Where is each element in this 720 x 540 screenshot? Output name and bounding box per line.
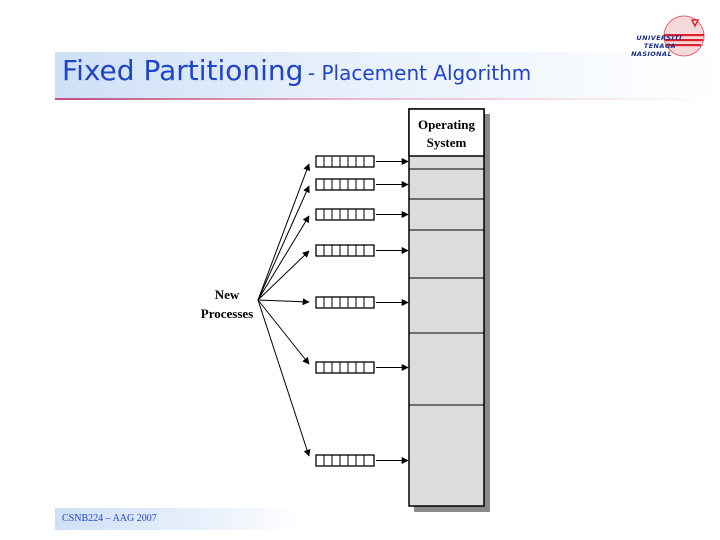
queue-4 — [315, 244, 409, 257]
fan-out-arrows — [257, 163, 311, 457]
process-queue — [315, 178, 375, 191]
os-label-line1: Operating — [418, 117, 476, 132]
queue-slots — [323, 245, 365, 256]
title-main: Fixed Partitioning — [62, 54, 304, 87]
queue-5 — [315, 296, 409, 309]
fan-arrow — [257, 185, 310, 301]
queue-2 — [315, 178, 409, 191]
fan-arrow — [257, 299, 311, 457]
university-logo: UNIVERSITI TENAGA NASIONAL — [606, 12, 712, 62]
logo-line2: TENAGA — [643, 42, 676, 50]
title-sub: - Placement Algorithm — [307, 61, 532, 85]
queue-slots — [323, 297, 365, 308]
queue-3 — [315, 208, 409, 221]
slide-title: Fixed Partitioning - Placement Algorithm — [62, 54, 531, 87]
os-label-line2: System — [427, 135, 467, 150]
queue-slots — [323, 156, 365, 167]
queue-slots — [323, 209, 365, 220]
process-queue — [315, 361, 375, 374]
process-queue — [315, 155, 375, 168]
process-queue — [315, 296, 375, 309]
fan-arrow — [257, 298, 310, 306]
queue-slots — [323, 179, 365, 190]
partition-dividers — [409, 168, 484, 406]
fan-arrow — [257, 250, 310, 301]
queue-1 — [315, 155, 409, 168]
main-memory — [408, 108, 485, 507]
title-band — [55, 52, 720, 100]
process-queue — [315, 208, 375, 221]
os-partition — [408, 108, 485, 157]
process-queue — [315, 244, 375, 257]
fan-arrow — [257, 299, 310, 365]
queue-slots — [323, 362, 365, 373]
new-processes-line2: Processes — [201, 306, 253, 321]
logo-line1: UNIVERSITI — [636, 34, 682, 42]
process-queue — [315, 454, 375, 467]
logo-emblem-icon — [663, 15, 705, 57]
queue-6 — [315, 361, 409, 374]
fan-arrow — [257, 163, 311, 301]
footer-band — [55, 508, 300, 530]
logo-line3: NASIONAL — [631, 50, 672, 58]
footer-text: CSNB224 – AAG 2007 — [62, 513, 157, 524]
fan-arrow — [257, 215, 310, 301]
new-processes-line1: New — [215, 287, 240, 302]
queue-slots — [323, 455, 365, 466]
queue-7 — [315, 454, 409, 467]
title-underline — [55, 98, 720, 100]
